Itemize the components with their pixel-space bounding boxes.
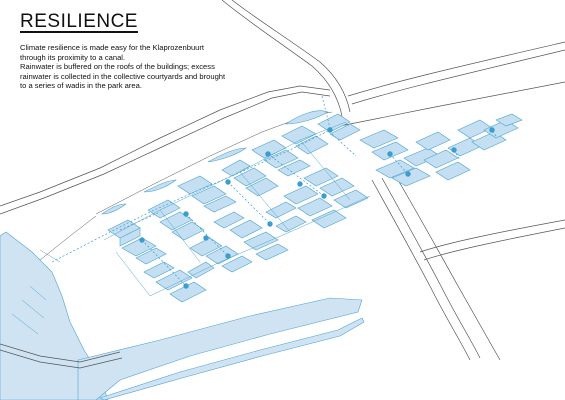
- canal-lower-water: [77, 297, 363, 400]
- building-block: [295, 135, 329, 155]
- building-block: [177, 175, 213, 195]
- building-block: [107, 219, 141, 247]
- building-block: [317, 113, 351, 133]
- building-block: [423, 149, 459, 169]
- description-text: Climate resilience is made easy for the …: [20, 43, 450, 91]
- wadi: [285, 110, 329, 125]
- road-diagonal-south: [371, 179, 471, 361]
- collection-route: [227, 181, 271, 225]
- description-line: to a series of wadis in the park area.: [20, 81, 142, 91]
- wadi: [207, 147, 247, 163]
- collection-route: [389, 153, 409, 175]
- description-line: rainwater is collected in the collective…: [20, 71, 226, 81]
- building-block: [189, 237, 223, 257]
- bridge: [0, 343, 123, 369]
- building-blocks-west: [107, 113, 369, 303]
- collection-point: [183, 211, 189, 217]
- road-network: [0, 0, 565, 369]
- collection-point: [265, 151, 271, 157]
- description-line: through its proximity to a canal.: [20, 52, 126, 62]
- quay-lines: [11, 249, 61, 335]
- collection-point: [321, 193, 327, 199]
- building-block: [205, 245, 239, 265]
- collection-point: [327, 127, 333, 133]
- collection-point: [225, 179, 231, 185]
- building-block: [255, 243, 289, 261]
- building-block: [143, 261, 175, 279]
- description-line: Rainwater is buffered on the roofs of th…: [20, 62, 215, 72]
- wadi: [101, 203, 127, 215]
- collection-point: [183, 283, 189, 289]
- building-block: [243, 231, 279, 251]
- collection-point: [225, 253, 231, 259]
- building-block: [333, 189, 369, 209]
- road-north-curve: [231, 0, 351, 113]
- building-block: [265, 201, 297, 219]
- building-block: [495, 113, 523, 127]
- collection-route: [321, 95, 331, 129]
- building-block: [187, 261, 215, 279]
- building-outlines: [103, 121, 371, 297]
- road-northeast: [347, 41, 565, 97]
- collection-point: [451, 147, 457, 153]
- building-block: [311, 209, 347, 229]
- collection-point: [203, 235, 209, 241]
- collection-route: [51, 129, 331, 263]
- building-block: [303, 167, 339, 187]
- water-collection-routes: [51, 95, 497, 287]
- wadi: [143, 179, 177, 193]
- building-block: [329, 123, 361, 141]
- page-title: RESILIENCE: [20, 11, 138, 32]
- canal-edge-strip: [99, 317, 365, 400]
- collection-route: [119, 211, 161, 231]
- building-block: [297, 197, 333, 217]
- collection-route: [141, 239, 187, 287]
- building-block: [371, 141, 409, 161]
- collection-route: [331, 133, 357, 157]
- building-block: [221, 159, 251, 177]
- building-block: [213, 211, 245, 229]
- building-blocks-east: [359, 113, 523, 187]
- building-block: [283, 185, 319, 205]
- collection-point: [297, 181, 303, 187]
- building-block: [233, 167, 267, 187]
- collection-point: [405, 171, 411, 177]
- collection-point: [267, 221, 273, 227]
- building-block: [263, 149, 299, 169]
- collection-point: [139, 237, 145, 243]
- collection-point: [387, 151, 393, 157]
- collection-point: [489, 127, 495, 133]
- building-block: [375, 159, 415, 179]
- wadis: [101, 110, 329, 215]
- building-block: [155, 269, 193, 291]
- building-block: [171, 221, 205, 241]
- building-block: [191, 185, 227, 205]
- building-block: [251, 139, 287, 159]
- building-block: [277, 159, 311, 177]
- building-block: [135, 247, 167, 265]
- road-south-east: [419, 219, 565, 261]
- collection-route: [185, 213, 229, 257]
- description-line: Climate resilience is made easy for the …: [20, 43, 205, 52]
- water-edge-north: [0, 85, 331, 207]
- building-block: [245, 177, 279, 197]
- building-block: [229, 219, 263, 239]
- building-block: [415, 131, 451, 151]
- building-block: [275, 215, 307, 233]
- canal-water: [0, 231, 365, 400]
- road-east: [339, 81, 565, 127]
- building-block: [359, 129, 399, 149]
- building-block: [435, 161, 471, 181]
- collection-points: [139, 127, 495, 289]
- building-block: [121, 237, 157, 257]
- building-block: [221, 255, 253, 273]
- building-block: [203, 195, 237, 213]
